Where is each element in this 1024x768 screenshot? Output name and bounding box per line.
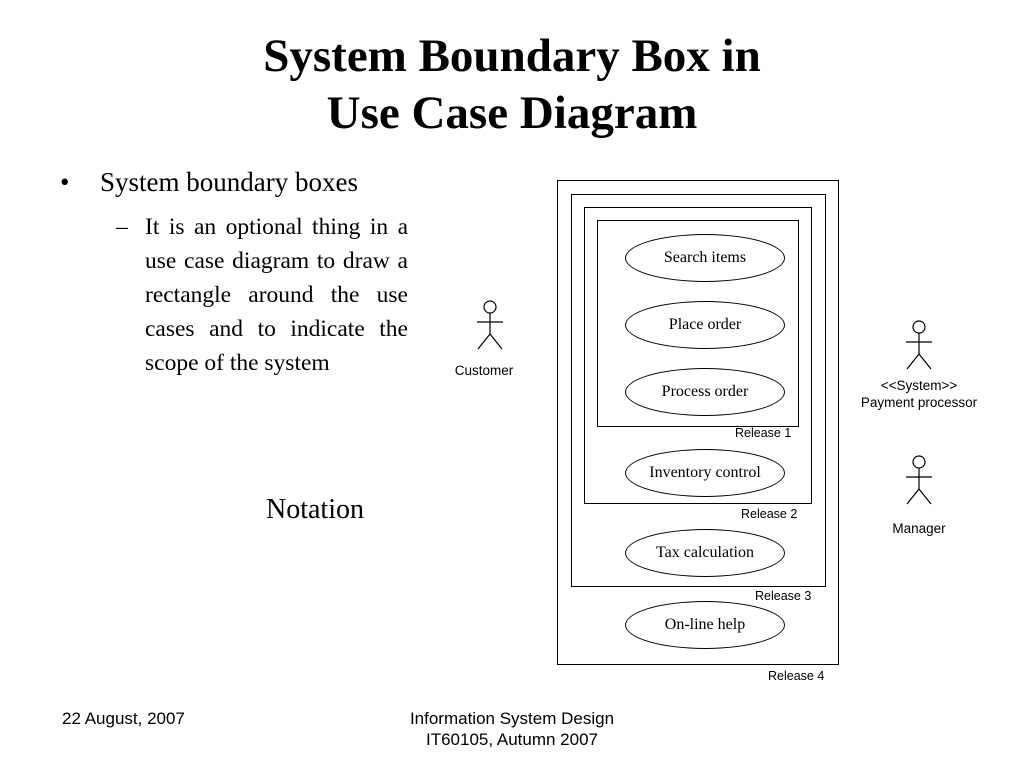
title-line-2: Use Case Diagram (326, 87, 698, 139)
manager-actor-icon (906, 455, 932, 505)
slide-title: System Boundary Box in Use Case Diagram (0, 28, 1024, 142)
customer-actor-icon (477, 300, 503, 350)
title-line-1: System Boundary Box in (263, 30, 761, 82)
notation-label: Notation (266, 494, 364, 525)
footer-course: Information System Design IT60105, Autum… (362, 708, 662, 750)
use-case-tax-calculation: Tax calculation (625, 529, 785, 577)
payment-processor-stereotype: <<System>> (880, 378, 958, 393)
release-1-label: Release 1 (735, 426, 792, 440)
manager-actor-label: Manager (892, 521, 946, 536)
payment-processor-name: Payment processor (860, 395, 978, 410)
release-1-boundary (597, 220, 799, 427)
sub-bullet-marker: – (116, 214, 128, 240)
release-4-label: Release 4 (768, 669, 825, 683)
use-case-inventory-control: Inventory control (625, 449, 785, 497)
footer-course-title: Information System Design (409, 709, 615, 728)
release-2-boundary (584, 207, 812, 504)
use-case-process-order: Process order (625, 368, 785, 416)
bullet-marker: • (60, 167, 70, 197)
release-4-boundary (557, 180, 839, 665)
release-3-boundary (571, 194, 826, 587)
use-case-online-help: On-line help (625, 601, 785, 649)
bullet-item: • System boundary boxes (60, 164, 408, 200)
sub-bullet-text: It is an optional thing in a use case di… (145, 214, 408, 376)
bullet-text: System boundary boxes (100, 167, 358, 197)
footer-date: 22 August, 2007 (62, 709, 185, 728)
sub-bullet-item: – It is an optional thing in a use case … (60, 210, 408, 380)
bullet-list: • System boundary boxes – It is an optio… (60, 164, 408, 380)
use-case-search-items: Search items (625, 234, 785, 282)
payment-processor-actor-label: <<System>> Payment processor (849, 377, 989, 411)
release-3-label: Release 3 (755, 589, 812, 603)
customer-actor-label: Customer (454, 363, 514, 378)
release-2-label: Release 2 (741, 507, 798, 521)
footer-course-code: IT60105, Autumn 2007 (425, 730, 599, 749)
payment-processor-actor-icon (906, 320, 932, 370)
use-case-place-order: Place order (625, 301, 785, 349)
